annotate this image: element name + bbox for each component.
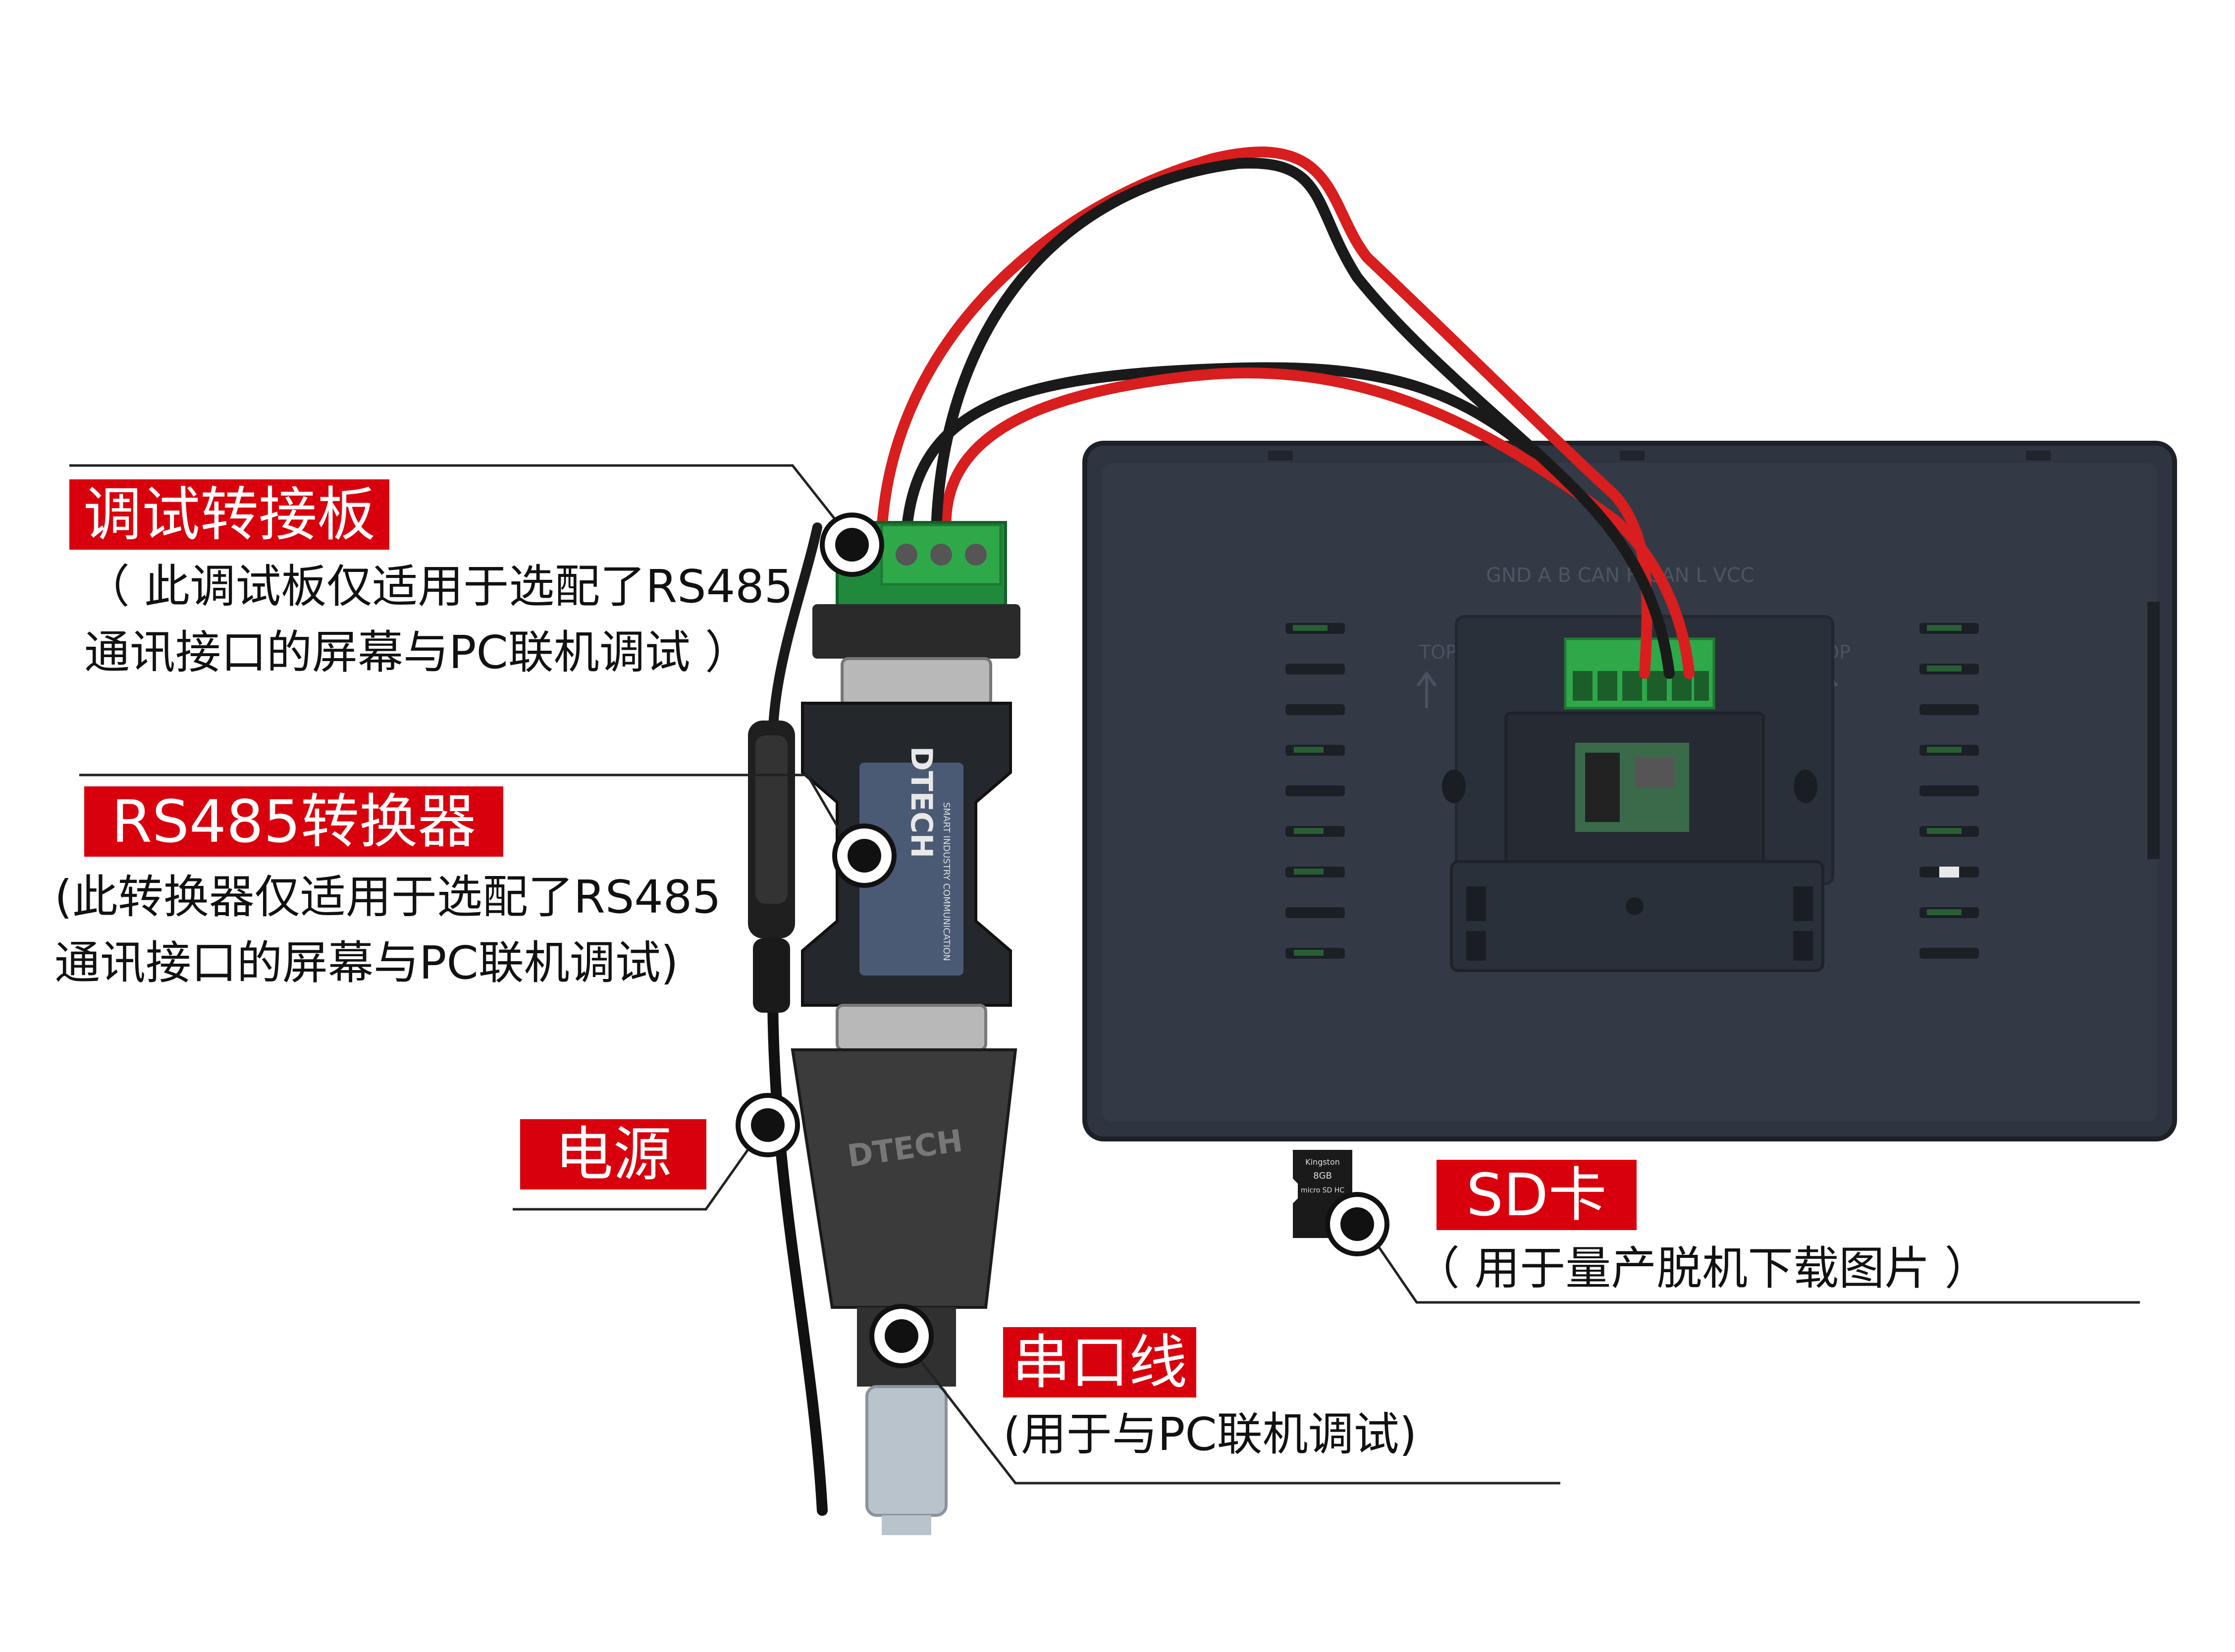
debug-board-note-line-1: （ 此调试板仅适用于选配了RS485 xyxy=(84,560,794,613)
callout-dot-icon xyxy=(832,824,897,888)
serial-cable-label: 串口线 xyxy=(1003,1327,1197,1397)
panel-silkscreen: GND A B CAN H CAN L VCC xyxy=(1486,564,1755,587)
top-marker-left: TOP xyxy=(1416,641,1457,708)
leader-sd-card xyxy=(1362,1223,2140,1304)
svg-text:8GB: 8GB xyxy=(1313,1171,1332,1181)
leader-debug-board xyxy=(69,464,853,542)
svg-text:Kingston: Kingston xyxy=(1305,1157,1340,1167)
leader-power xyxy=(513,1124,767,1211)
svg-text:micro SD HC: micro SD HC xyxy=(1301,1187,1344,1194)
sd-card-note-line-1: （ 用于量产脱机下载图片 ） xyxy=(1414,1242,1990,1295)
leader-rs485 xyxy=(79,774,856,857)
center-mount-module xyxy=(1442,615,1834,972)
power-wires xyxy=(767,147,1695,1516)
rs485-converter-note-line-2: 通讯接口的屏幕与PC联机调试) xyxy=(54,936,679,990)
serial-cable-note-line-1: (用于与PC联机调试) xyxy=(1003,1408,1417,1461)
vent-slots-left xyxy=(1285,623,1345,959)
vent-slots-right xyxy=(1919,623,1979,959)
callout-dot-icon xyxy=(736,1093,800,1157)
rs485-converter-note-line-1: (此转换器仅适用于选配了RS485 xyxy=(54,871,721,924)
converter-subtitle: SMART INDUSTRY COMMUNICATION xyxy=(941,802,952,961)
arrow-up-icon xyxy=(1416,671,1437,708)
rs485-converter-device: DTECH SMART INDUSTRY COMMUNICATION xyxy=(801,702,1012,1051)
callout-dot-icon xyxy=(869,1304,934,1368)
debug-board-note-line-2: 通讯接口的屏幕与PC联机调试 ） xyxy=(84,626,750,679)
sd-card-note: （ 用于量产脱机下载图片 ） xyxy=(1414,1236,1990,1301)
serial-cable-note: (用于与PC联机调试) xyxy=(1003,1401,1417,1467)
sd-card-label: SD卡 xyxy=(1437,1160,1637,1230)
dc-power-plug xyxy=(748,721,795,1013)
rs485-converter-note: (此转换器仅适用于选配了RS485 通讯接口的屏幕与PC联机调试) xyxy=(54,864,721,996)
serial-cable-device: DTECH xyxy=(791,1048,1017,1535)
converter-brand: DTECH xyxy=(904,746,939,858)
panel-terminal-block xyxy=(1564,637,1715,710)
screen-back-panel: TOP TOP GND A B CAN H CAN L VCC xyxy=(1082,441,2177,1141)
callout-dot-icon xyxy=(820,513,884,577)
svg-text:TOP: TOP xyxy=(1419,641,1457,663)
callout-dot-icon xyxy=(1325,1192,1389,1256)
rs485-converter-label: RS485转换器 xyxy=(84,786,504,857)
debug-board-label: 调试转接板 xyxy=(69,479,390,550)
leader-serial xyxy=(901,1335,1560,1485)
debug-board-note: （ 此调试板仅适用于选配了RS485 通讯接口的屏幕与PC联机调试 ） xyxy=(84,554,793,686)
leader-lines xyxy=(69,464,2140,1485)
power-label: 电源 xyxy=(520,1119,707,1189)
